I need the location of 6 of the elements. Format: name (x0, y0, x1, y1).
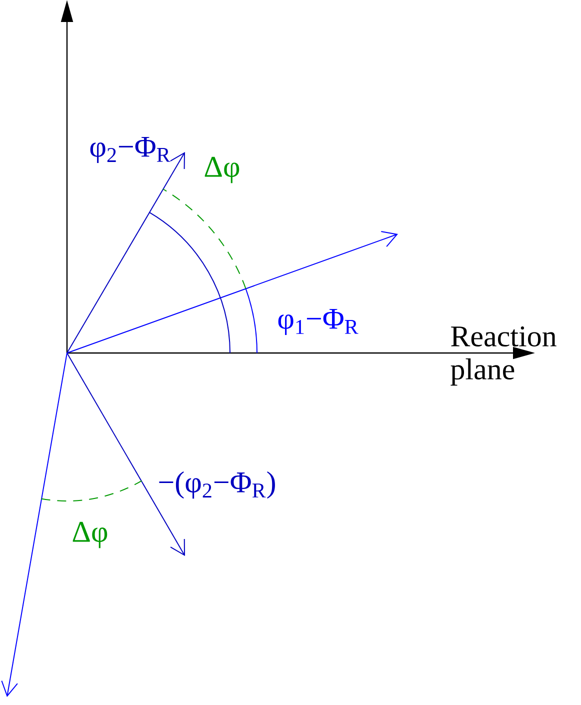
angle-label: −(φ$_{2}$−Φ$_{R}$) (159, 471, 275, 499)
angle-label: Δφ (72, 522, 108, 548)
angle-label: Δφ (204, 156, 240, 184)
axis-label: Reaction plane (450, 326, 556, 386)
angle-label: φ$_{2}$−Φ$_{R}$ (90, 136, 170, 163)
angle-label: φ$_{1}$−Φ$_{R}$ (278, 308, 358, 335)
